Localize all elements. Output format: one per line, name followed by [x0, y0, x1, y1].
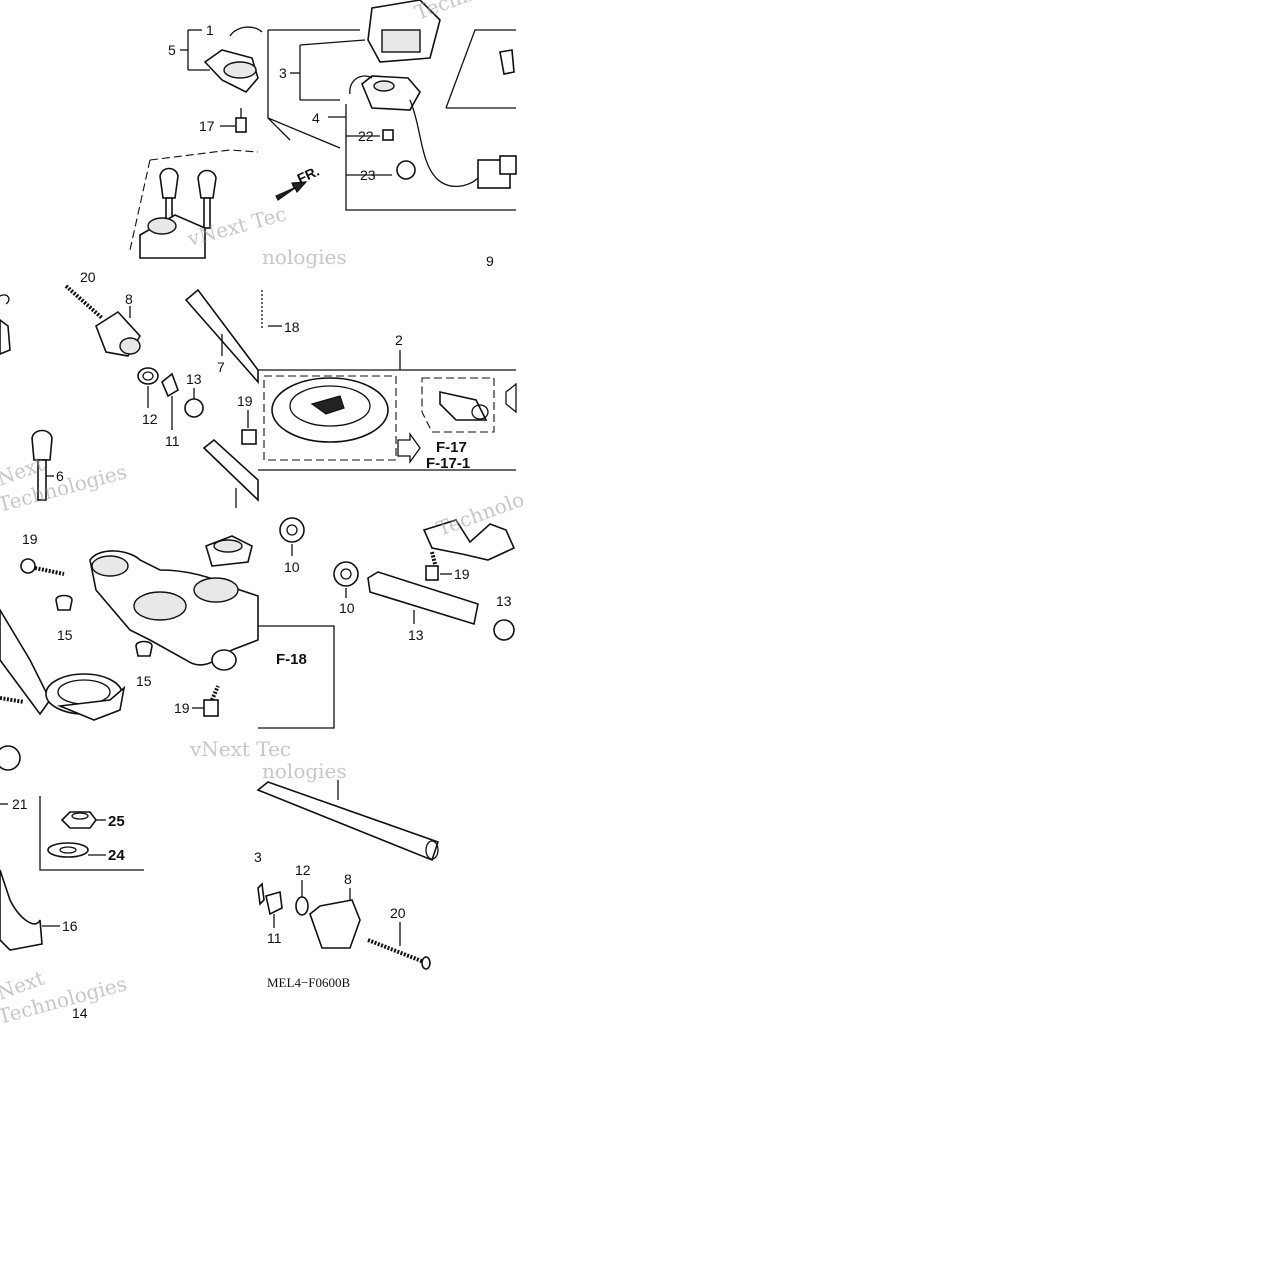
callout-19: 19 [237, 393, 253, 409]
fuel-cap-group [263, 375, 397, 461]
bolt-20 [64, 284, 104, 320]
clip-11 [265, 890, 283, 916]
plug-15 [135, 640, 153, 657]
callout-3: 3 [279, 65, 287, 81]
callout-3: 3 [254, 849, 262, 865]
callout-20: 20 [390, 905, 406, 921]
tile-top-right: 3 4 22 23 FR. 9 Technologies nologies [262, 0, 544, 269]
callout-8: 8 [344, 871, 352, 887]
tile-lower-right: 10 10 13 13 19 F-18 Technolo nologies [258, 487, 527, 783]
key-head-b [197, 169, 217, 199]
screw-23 [396, 160, 416, 180]
callout-13: 13 [186, 371, 202, 387]
callout-24: 24 [108, 847, 125, 864]
bolt-20 [367, 938, 425, 964]
watermark: vNext Tec [184, 201, 289, 251]
tile-middle-left: 20 8 7 12 11 13 19 6 Next Technologies [0, 269, 259, 517]
tile-top-left: 1 5 17 vNext Tec [129, 22, 289, 259]
callout-17: 17 [199, 118, 215, 134]
callout-11: 11 [165, 433, 180, 449]
callout-14: 14 [72, 1005, 88, 1021]
tile-bottom-right: 3 12 8 11 20 MEL4−F0600B [254, 780, 440, 990]
callout-12: 12 [295, 862, 311, 878]
callout-4: 4 [312, 110, 320, 126]
callout-15: 15 [136, 673, 152, 689]
callout-15: 15 [57, 627, 73, 643]
key-set-outline [129, 149, 259, 251]
washer-12 [137, 367, 159, 385]
callout-23: 23 [360, 167, 376, 183]
callout-25: 25 [108, 813, 125, 830]
callout-16: 16 [62, 918, 78, 934]
watermark: nologies [262, 245, 347, 269]
callout-6: 6 [56, 468, 64, 484]
pivot-shaft-9 [367, 571, 479, 626]
lock-group [421, 377, 495, 433]
callout-5: 5 [168, 42, 176, 58]
screw-22 [382, 129, 394, 141]
inner-rod [256, 781, 440, 862]
callout-2: 2 [395, 332, 403, 348]
bolt-19 [241, 429, 257, 445]
pivot-shaft [202, 438, 259, 502]
callout-8: 8 [125, 291, 133, 307]
callout-19: 19 [22, 531, 38, 547]
clamp-bore [223, 61, 257, 79]
watermark: vNext Tec [189, 737, 291, 761]
callout-9-top: 9 [486, 253, 494, 269]
bolt-19 [425, 565, 439, 581]
callout-11: 11 [267, 930, 282, 946]
tile-bottom-left: 21 25 24 16 14 Next Technologies [0, 796, 144, 1029]
bolt-17 [235, 117, 247, 133]
nut-25 [60, 811, 97, 829]
lower-bridge-16 [0, 869, 43, 951]
watermark: nologies [262, 759, 347, 783]
ref-f17: F-17 [436, 439, 467, 456]
ref-arrow-icon [397, 431, 421, 465]
nut-13 [184, 398, 204, 418]
key-6 [31, 429, 53, 461]
key-head-a [159, 167, 179, 199]
bolt-19 [20, 558, 36, 574]
diagram-code: MEL4−F0600B [267, 975, 351, 990]
callout-21: 21 [12, 796, 28, 812]
callout-12: 12 [142, 411, 158, 427]
callout-10: 10 [284, 559, 300, 575]
callout-13: 13 [496, 593, 512, 609]
nut-10 [279, 517, 305, 543]
callout-7: 7 [217, 359, 225, 375]
callout-10: 10 [339, 600, 355, 616]
callout-1: 1 [206, 22, 214, 38]
switch-wire [409, 99, 479, 187]
bar-end-weight [309, 899, 361, 949]
callout-9: 13 [408, 627, 424, 643]
callout-18: 18 [284, 319, 300, 335]
nut-10 [333, 561, 359, 587]
callout-19: 19 [174, 700, 190, 716]
fork-bracket [422, 519, 516, 561]
clip-11 [161, 372, 179, 398]
callout-20: 20 [80, 269, 96, 285]
fr-label: FR. [295, 163, 322, 187]
handlebar [0, 608, 51, 716]
plug-15 [55, 594, 73, 611]
bolt-19 [203, 699, 219, 717]
ref-f17-1: F-17-1 [426, 455, 470, 472]
callout-19: 19 [454, 566, 470, 582]
nut-13 [493, 619, 515, 641]
washer-12 [295, 896, 309, 916]
front-arrow-icon [275, 181, 308, 201]
fuel-cap-lock [439, 391, 488, 421]
washer-24 [47, 842, 89, 858]
tile-lower-left: 19 15 15 19 vNext Tec [0, 531, 291, 771]
ref-f18: F-18 [276, 651, 307, 668]
circlip-part [229, 26, 263, 37]
callout-22: 22 [358, 128, 374, 144]
tile-middle-right: 18 2 F-17 F-17-1 [258, 290, 517, 472]
